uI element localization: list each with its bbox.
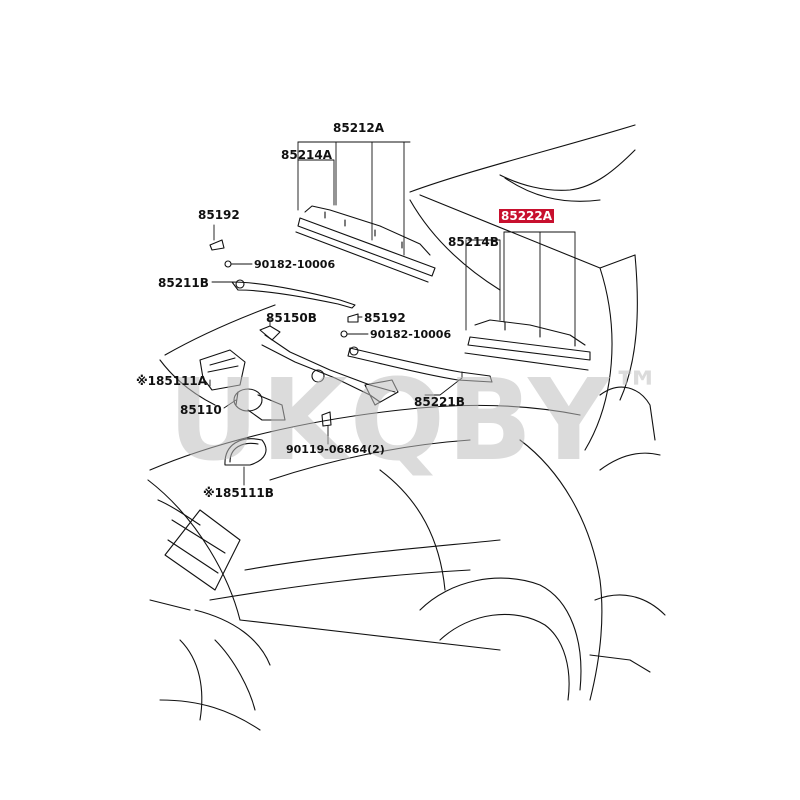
label-90119-06864: 90119-06864(2) <box>286 443 385 456</box>
watermark: UKQBY™ <box>168 365 663 477</box>
label-85192-bottom: 85192 <box>364 311 406 325</box>
motor-cover-b <box>224 438 267 466</box>
wiper-blade-left <box>295 205 436 283</box>
label-85111B: ※185111B <box>203 486 274 500</box>
leader-lines <box>209 141 576 486</box>
fasteners <box>209 239 359 427</box>
label-85214A: 85214A <box>281 148 333 162</box>
watermark-trademark: ™ <box>611 361 664 419</box>
motor-cover-a <box>199 349 246 391</box>
watermark-text: UKQBY <box>168 356 612 486</box>
label-85111A: ※185111A <box>136 374 208 388</box>
label-85221B: 85221B <box>414 395 465 409</box>
label-90182-10006-top: 90182-10006 <box>254 258 336 271</box>
label-85192-top: 85192 <box>198 208 240 222</box>
wiper-link <box>259 325 399 406</box>
wiper-motor <box>233 388 286 421</box>
label-90182-10006-bottom: 90182-10006 <box>370 328 452 341</box>
label-85150B: 85150B <box>266 311 317 325</box>
label-85211B: 85211B <box>158 276 209 290</box>
label-85222A-highlighted: 85222A <box>499 209 555 223</box>
wiper-arm-right <box>347 346 493 383</box>
label-85214B: 85214B <box>448 235 499 249</box>
wiper-arm-left <box>231 279 356 309</box>
vehicle-body-outline <box>147 124 666 731</box>
label-85212A: 85212A <box>333 121 385 135</box>
label-85110: 85110 <box>180 403 222 417</box>
